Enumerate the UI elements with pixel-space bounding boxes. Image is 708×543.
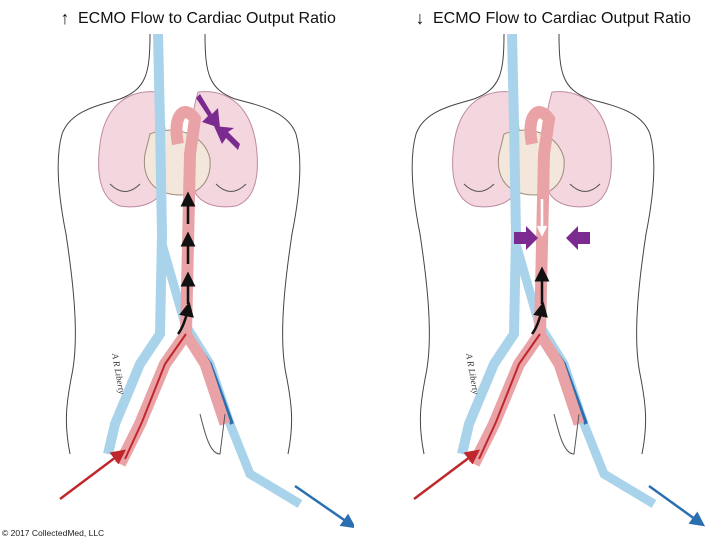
- up-arrow-icon: ↑: [60, 8, 70, 28]
- signature: A R Liberty: [464, 352, 481, 395]
- flow-arrow-icon: [536, 199, 548, 237]
- diagram-low-ratio: A R Liberty: [354, 34, 708, 534]
- purple-arrow-icon: [196, 94, 240, 150]
- cannula-out-arrow-icon: [294, 484, 357, 529]
- signature: A R Liberty: [110, 352, 127, 395]
- title-high-ratio: ↑ ECMO Flow to Cardiac Output Ratio: [58, 8, 336, 29]
- copyright-credit: © 2017 CollectedMed, LLC: [2, 528, 105, 538]
- flow-arrow-icon: [176, 191, 196, 335]
- down-arrow-icon: ↓: [415, 8, 425, 28]
- purple-arrow-icon: [514, 226, 590, 250]
- title-low-ratio-text: ECMO Flow to Cardiac Output Ratio: [433, 9, 691, 27]
- diagram-high-ratio: A R Liberty: [0, 34, 357, 534]
- cannula-in-arrow-icon: [59, 449, 126, 500]
- flow-arrow-icon: [530, 266, 550, 335]
- cannula-out-arrow-icon: [648, 484, 706, 527]
- cannula-in-arrow-icon: [413, 449, 480, 500]
- title-low-ratio: ↓ ECMO Flow to Cardiac Output Ratio: [413, 8, 691, 29]
- title-high-ratio-text: ECMO Flow to Cardiac Output Ratio: [78, 9, 336, 27]
